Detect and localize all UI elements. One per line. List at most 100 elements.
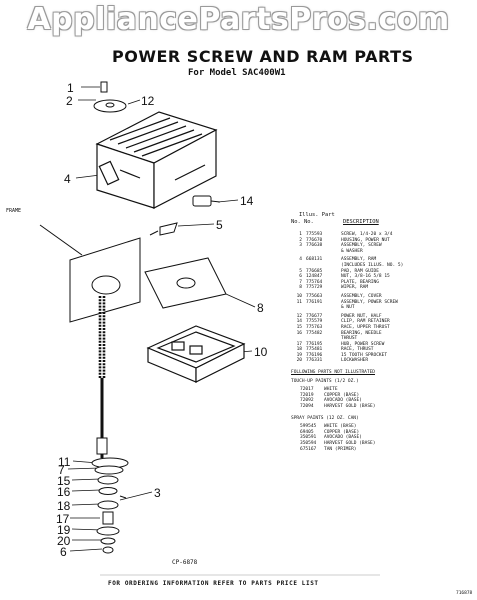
part-number: 775663 <box>306 293 323 299</box>
callout-12: 12 <box>141 94 155 108</box>
ram-wiper-plate <box>144 257 227 309</box>
illus-number: 3 <box>299 243 302 249</box>
callout-16: 16 <box>57 485 71 499</box>
illus-number: 8 <box>299 285 302 291</box>
ram-guide-pad <box>159 222 178 236</box>
illus-number: 18 <box>296 347 302 353</box>
part-description: SCREW, 1/4-20 x 3/4 <box>341 232 393 237</box>
part-number: 775729 <box>306 285 323 291</box>
part-number: 776331 <box>306 358 323 364</box>
callout-19: 19 <box>57 523 71 537</box>
illus-number: 16 <box>296 330 302 336</box>
illus-number: 11 <box>296 299 302 305</box>
part-description: HOUSING, POWER NUT <box>341 237 390 243</box>
table-row: 675167 TAN (PRIMER) <box>291 447 471 453</box>
spray-heading: SPRAY PAINTS (12 OZ. CAN) <box>291 415 359 421</box>
illus-number: 20 <box>296 358 302 364</box>
frame-label: FRAME <box>6 208 22 214</box>
part-number: 72019 <box>300 392 314 398</box>
power-screw-shaft <box>96 296 108 458</box>
part-description: PAD, RAM GUIDE <box>341 268 379 274</box>
cover-assembly <box>146 325 246 383</box>
parts-table-header: Illus. Part No. No. DESCRIPTION <box>291 212 471 232</box>
part-number: 775481 <box>306 347 323 353</box>
illus-number: 19 <box>296 352 302 358</box>
part-number <box>302 305 341 311</box>
part-description: ASSEMBLY, SCREW <box>341 243 382 249</box>
top-screw-housing <box>93 81 127 113</box>
header-description: DESCRIPTION <box>343 219 379 225</box>
part-number: 776191 <box>306 299 323 305</box>
table-row: 4 668131 ASSEMBLY, RAM <box>291 257 471 263</box>
table-row: 350591 AVOCADO (BASE) <box>291 435 471 441</box>
part-number: 776638 <box>306 243 323 249</box>
part-number: 776677 <box>306 313 323 319</box>
illus-number: 14 <box>296 319 302 325</box>
part-number: 775763 <box>306 324 323 330</box>
part-description: RACE, UPPER THRUST <box>341 324 390 330</box>
part-description: POWER NUT, HALF <box>341 313 382 319</box>
bearing-stack <box>91 457 129 554</box>
part-number: 775764 <box>306 279 323 285</box>
part-number: 668131 <box>306 257 323 263</box>
part-description: COPPER (BASE) <box>324 392 360 398</box>
part-number: 775482 <box>306 330 323 336</box>
part-description: LOCKWASHER <box>341 358 369 364</box>
callout-17: 17 <box>56 512 70 526</box>
callout-8: 8 <box>257 301 264 315</box>
header-no: No. No. <box>291 219 314 225</box>
illus-number: 5 <box>299 268 302 274</box>
illus-number: 6 <box>299 274 302 280</box>
part-description: WHITE (BASE) <box>324 424 357 430</box>
part-description: AVOCADO (BASE) <box>324 435 362 441</box>
part-description: ASSEMBLY, RAM <box>341 257 377 263</box>
illus-number: 2 <box>299 237 302 243</box>
part-description: ASSEMBLY, COVER <box>341 293 382 299</box>
callout-3: 3 <box>154 486 161 500</box>
part-description: TAN (PRIMER) <box>324 446 357 452</box>
model-subtitle: For Model SAC400W1 <box>188 68 286 78</box>
illus-number: 1 <box>299 232 302 237</box>
table-row: 5 776685 PAD, RAM GUIDE <box>291 269 471 275</box>
part-number: 72092 <box>300 398 314 404</box>
part-number: 69405 <box>300 429 314 435</box>
part-number: 124847 <box>306 274 323 280</box>
part-description: HARVEST GOLD (BASE) <box>324 404 376 410</box>
part-number: 776685 <box>306 268 323 274</box>
illus-number: 4 <box>299 257 302 263</box>
part-description: AVOCADO (BASE) <box>324 398 362 404</box>
part-number: 350591 <box>300 435 317 441</box>
part-description: CLIP, RAM RETAINER <box>341 319 390 325</box>
table-row: (INCLUDES ILLUS. NO. 5) <box>291 263 471 269</box>
header-illus-part: Illus. Part <box>299 212 335 218</box>
illus-number: 7 <box>299 279 302 285</box>
page-title: POWER SCREW AND RAM PARTS <box>112 47 414 66</box>
illus-number <box>291 305 302 311</box>
part-number <box>302 249 341 255</box>
part-description: THRUST <box>341 336 358 342</box>
part-number: 599545 <box>300 424 317 430</box>
illus-number: 12 <box>296 313 302 319</box>
ordering-footer: FOR ORDERING INFORMATION REFER TO PARTS … <box>108 580 319 587</box>
callout-6: 6 <box>60 545 67 559</box>
part-description: WHITE <box>324 387 338 393</box>
frame-panel <box>39 224 159 323</box>
part-number: 675167 <box>300 446 317 452</box>
part-description: & NUT <box>341 305 355 311</box>
